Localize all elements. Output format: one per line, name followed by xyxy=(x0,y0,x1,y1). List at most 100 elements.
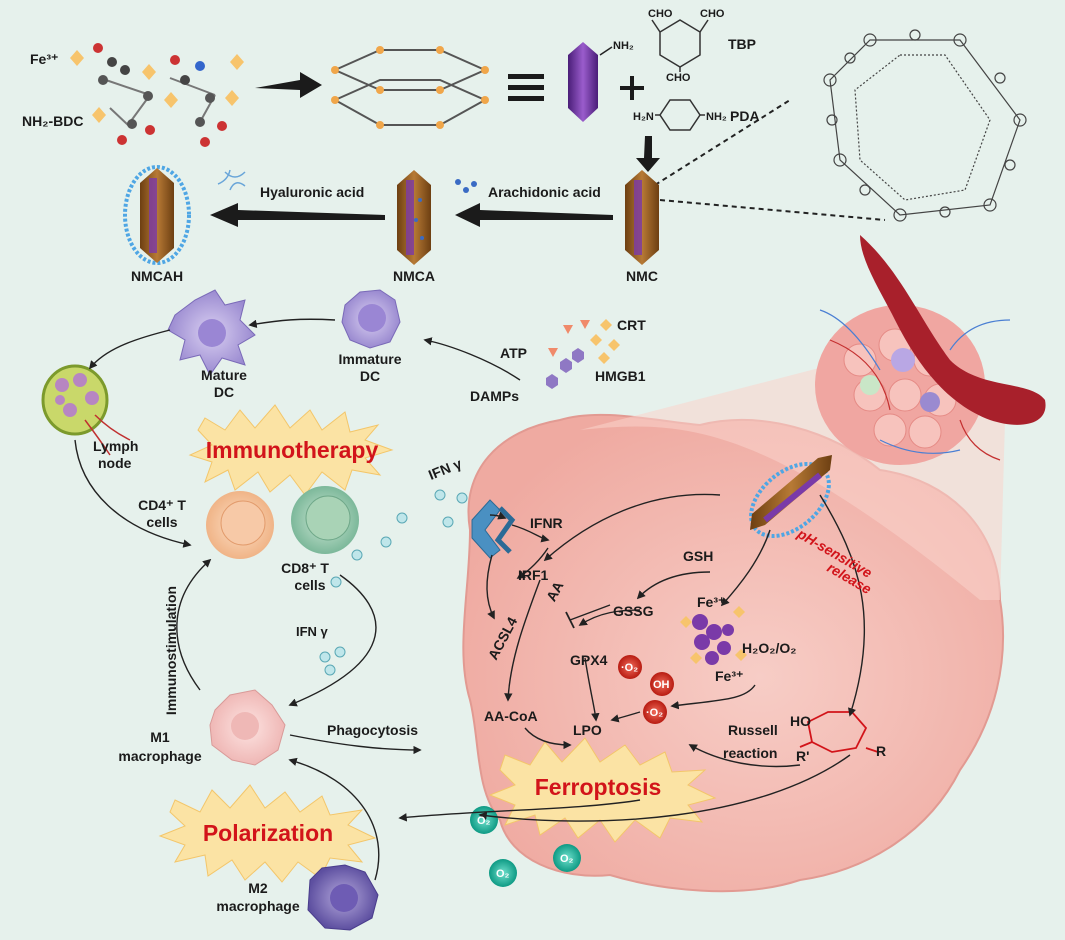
radical-oh xyxy=(650,672,674,696)
tbp-molecule xyxy=(651,19,709,72)
h2o2-o2-label: H₂O₂/O₂ xyxy=(742,640,797,656)
oxygen-label-1: O₂ xyxy=(477,815,491,827)
atp-label: ATP xyxy=(500,345,527,361)
irf1-label: IRF1 xyxy=(518,567,549,583)
gpx4-inhibit-bar xyxy=(565,611,575,629)
pda-label: PDA xyxy=(730,108,760,124)
lymph-node xyxy=(41,364,131,456)
oxygen-label-2: O₂ xyxy=(496,868,510,880)
immature-dc-cell xyxy=(341,289,401,349)
cd8-label-line2: cells xyxy=(294,577,326,593)
mature-dc-label-line1: Mature xyxy=(201,367,247,383)
arrow-to-framework xyxy=(255,72,322,98)
cd8-label-line1: CD8⁺ T xyxy=(281,560,329,576)
plus-sign xyxy=(620,76,644,100)
equivalence-sign xyxy=(508,74,544,101)
immunostimulation-label: Immunostimulation xyxy=(163,585,180,716)
nanorod-nh2-label: NH₂ xyxy=(613,40,634,52)
damps-label: DAMPs xyxy=(470,388,520,404)
oxygen-bubble-2 xyxy=(489,859,517,887)
peroxide-ring xyxy=(799,711,879,753)
mature-dc-label-line2: DC xyxy=(213,384,235,400)
m1-macrophage-label-line2: macrophage xyxy=(118,748,202,764)
pda-molecule xyxy=(655,99,705,131)
oxygen-bubble-3 xyxy=(553,844,581,872)
zoom-line-bottom xyxy=(659,199,886,221)
nmcah-nanorod xyxy=(123,165,191,265)
nmca-nanorod xyxy=(397,170,431,265)
pda-nh2-label: NH₂ xyxy=(706,111,727,123)
immunotherapy-burst xyxy=(188,404,394,496)
gpx4-inhibit-line xyxy=(569,604,611,621)
nh2-bdc-linker-molecules xyxy=(93,43,227,147)
nmc-label: NMC xyxy=(626,268,658,284)
mof-nanorod xyxy=(568,42,598,122)
peroxide-ho-label: HO xyxy=(790,713,811,729)
ferroptosis-label: Ferroptosis xyxy=(534,774,662,800)
damps-glyphs xyxy=(546,319,620,389)
gsh-label: GSH xyxy=(683,548,714,564)
pda-h2n-label: H₂N xyxy=(633,111,654,123)
crt-label: CRT xyxy=(617,317,646,333)
radical-o2-2 xyxy=(643,700,667,724)
ifn-gamma-dots xyxy=(319,489,468,676)
tbp-label: TBP xyxy=(728,36,756,52)
peroxide-r-label: R xyxy=(876,743,887,759)
ifn-gamma-label-mid: IFN γ xyxy=(296,624,328,639)
arrow-down-to-nmc xyxy=(636,136,660,172)
cd4-label-line1: CD4⁺ T xyxy=(138,497,186,513)
hyaluronic-acid-strands xyxy=(217,169,246,191)
nmc-nanorod xyxy=(625,170,659,265)
hyaluronic-acid-label: Hyaluronic acid xyxy=(260,184,365,200)
aa-coa-label: AA-CoA xyxy=(484,708,538,724)
cof-structure xyxy=(823,29,1027,222)
fe3-label-b: Fe³⁺ xyxy=(715,668,744,684)
lymph-node-label-line2: node xyxy=(98,455,132,471)
nmcah-label: NMCAH xyxy=(130,268,184,284)
cd8-t-cell xyxy=(291,486,359,554)
russell-label-line1: Russell xyxy=(728,722,778,738)
immature-dc-label-line1: Immature xyxy=(338,351,402,367)
nmcah-in-tumor xyxy=(749,455,832,539)
tbp-cho-label-3: CHO xyxy=(666,72,691,84)
radical-o2-label-1: ·O₂ xyxy=(621,662,639,674)
immunotherapy-label: Immunotherapy xyxy=(205,437,379,463)
m2-macrophage-label-line1: M2 xyxy=(248,880,268,896)
pathway-arrows xyxy=(74,318,866,881)
m1-macrophage-label-line1: M1 xyxy=(150,729,170,745)
immature-dc-label-line2: DC xyxy=(359,368,381,384)
ferroptosis-burst xyxy=(488,737,717,843)
m2-macrophage-label-line2: macrophage xyxy=(216,898,300,914)
lpo-label: LPO xyxy=(573,722,602,738)
gpx4-label: GPX4 xyxy=(570,652,608,668)
tumor-tissue-with-vessel xyxy=(815,235,1046,465)
ifnr-label: IFNR xyxy=(530,515,563,531)
arrow-nmca-to-nmcah xyxy=(210,203,385,227)
fe3-label-a: Fe³⁺ xyxy=(697,594,726,610)
cd4-t-cell xyxy=(206,491,274,559)
peroxide-rprime-label: R' xyxy=(796,748,810,764)
nh2-bdc-label: NH₂-BDC xyxy=(22,113,84,129)
tbp-cho-label-2: CHO xyxy=(700,8,725,20)
phagocytosis-label: Phagocytosis xyxy=(327,722,419,738)
lymph-node-label-line1: Lymph xyxy=(93,438,139,454)
polarization-burst xyxy=(158,784,377,883)
russell-label-line2: reaction xyxy=(723,745,778,761)
m1-macrophage xyxy=(209,689,286,766)
polarization-label: Polarization xyxy=(202,820,334,846)
fe3-label: Fe³⁺ xyxy=(30,51,59,67)
radical-o2-1 xyxy=(618,655,642,679)
fe3-ion-diamonds xyxy=(70,50,244,123)
fe-clusters xyxy=(680,606,747,665)
m2-macrophage xyxy=(307,864,379,931)
mof-framework-network xyxy=(331,46,489,129)
mature-dc-cell xyxy=(167,289,256,376)
radical-oh-label: OH xyxy=(653,679,670,691)
gssg-label: GSSG xyxy=(613,603,654,619)
nmca-label: NMCA xyxy=(393,268,435,284)
tbp-cho-label-1: CHO xyxy=(648,8,673,20)
arrow-nmc-to-nmca xyxy=(455,203,613,227)
radical-o2-label-2: ·O₂ xyxy=(646,707,664,719)
